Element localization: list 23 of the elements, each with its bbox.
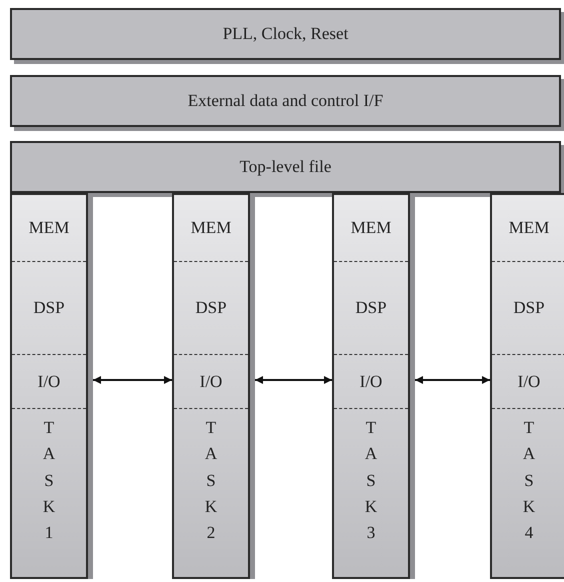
bidirectional-arrow bbox=[255, 376, 332, 384]
band-label: PLL, Clock, Reset bbox=[222, 24, 348, 44]
task-label: TASK 2 bbox=[204, 417, 218, 544]
task-label: TASK 4 bbox=[522, 417, 536, 544]
section-label: DSP bbox=[195, 298, 227, 318]
section-label: DSP bbox=[33, 298, 65, 318]
section-label: DSP bbox=[355, 298, 387, 318]
band-label: Top-level file bbox=[240, 157, 332, 177]
section-label: MEM bbox=[508, 218, 550, 238]
section-label: I/O bbox=[200, 372, 222, 392]
section-label: I/O bbox=[518, 372, 540, 392]
task-column bbox=[490, 193, 564, 579]
bidirectional-arrow bbox=[93, 376, 172, 384]
section-label: MEM bbox=[350, 218, 392, 238]
section-label: DSP bbox=[513, 298, 545, 318]
section-label: I/O bbox=[38, 372, 60, 392]
section-label: I/O bbox=[360, 372, 382, 392]
band-label: External data and control I/F bbox=[188, 91, 384, 111]
task-label: TASK 1 bbox=[42, 417, 56, 544]
bidirectional-arrow bbox=[415, 376, 490, 384]
section-label: MEM bbox=[190, 218, 232, 238]
section-label: MEM bbox=[28, 218, 70, 238]
task-label: TASK 3 bbox=[364, 417, 378, 544]
